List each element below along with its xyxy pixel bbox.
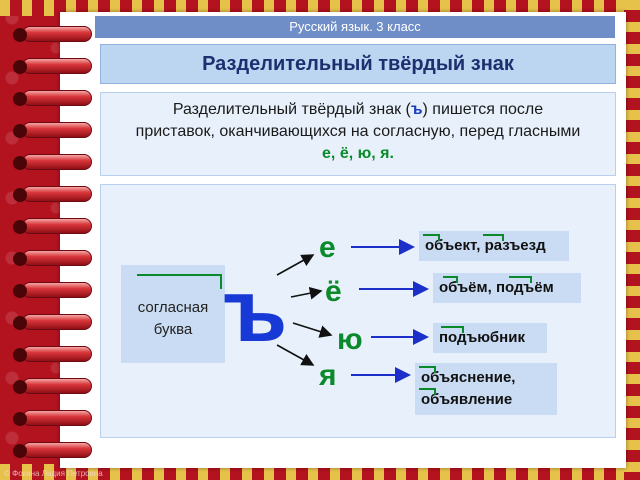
example-ya: объяснение, объявление	[415, 363, 557, 415]
ring-icon	[13, 90, 92, 106]
ring-icon	[13, 26, 92, 42]
ring-icon	[13, 122, 92, 138]
rule-vowels: е, ё, ю, я.	[322, 145, 394, 162]
rule-line-2: приставок, оканчивающихся на согласную, …	[135, 123, 581, 140]
ring-icon	[13, 378, 92, 394]
ring-icon	[13, 186, 92, 202]
arrow-to-e	[276, 254, 315, 276]
vowel-yu: ю	[337, 323, 363, 356]
hard-sign: ъ	[223, 261, 288, 360]
vowel-e: е	[319, 231, 336, 264]
diagram-lines	[137, 234, 532, 395]
prefix-bracket	[509, 276, 532, 283]
example-yu-text: подъюбник	[439, 329, 525, 346]
prefix-bracket	[419, 366, 436, 373]
example-yo-text: объём, подъём	[439, 279, 554, 296]
rule-line-1-start: Разделительный твёрдый знак (	[172, 101, 411, 118]
arrow-to-yu	[292, 322, 333, 338]
prefix-bracket	[137, 274, 222, 289]
ring-icon	[13, 218, 92, 234]
consonant-label-line-1: согласная	[137, 299, 209, 316]
ring-icon	[13, 410, 92, 426]
consonant-box: согласная буква	[121, 265, 225, 363]
example-e-text: объект, разъезд	[425, 237, 546, 254]
consonant-label: согласная буква	[121, 297, 225, 341]
prefix-bracket	[443, 276, 458, 283]
spiral-binding	[0, 0, 95, 480]
vowel-ya: я	[319, 359, 337, 392]
ring-icon	[13, 442, 92, 458]
rule-sign: ъ	[410, 101, 423, 118]
ring-icon	[13, 282, 92, 298]
arrow-to-ya	[276, 344, 315, 366]
ring-icon	[13, 346, 92, 362]
example-ya-text-1: объяснение,	[421, 369, 516, 386]
ring-icon	[13, 250, 92, 266]
arrow-to-yo	[290, 286, 323, 300]
bottom-border	[0, 464, 640, 480]
prefix-bracket	[423, 234, 440, 241]
ring-icon	[13, 154, 92, 170]
prefix-bracket	[483, 234, 504, 241]
prefix-bracket	[441, 326, 464, 333]
example-ya-text-2: объявление	[421, 391, 513, 408]
rule-text: Разделительный твёрдый знак (ъ) пишется …	[100, 92, 616, 176]
prefix-bracket	[419, 388, 436, 395]
consonant-label-line-2: буква	[153, 321, 193, 338]
author-watermark: © Фокина Лидия Петровна	[4, 469, 103, 478]
rule-line-1: Разделительный твёрдый знак (ъ) пишется …	[101, 99, 615, 121]
lesson-title: Разделительный твёрдый знак	[100, 44, 616, 84]
right-border	[624, 0, 640, 480]
rule-diagram: согласная буква ъ е ё ю я объект, разъез…	[100, 184, 616, 438]
rule-line-1-end: ) пишется после	[422, 101, 544, 118]
vowel-yo: ё	[325, 275, 342, 308]
ring-icon	[13, 58, 92, 74]
ring-icon	[13, 314, 92, 330]
page-subtitle: Русский язык. 3 класс	[95, 16, 615, 38]
